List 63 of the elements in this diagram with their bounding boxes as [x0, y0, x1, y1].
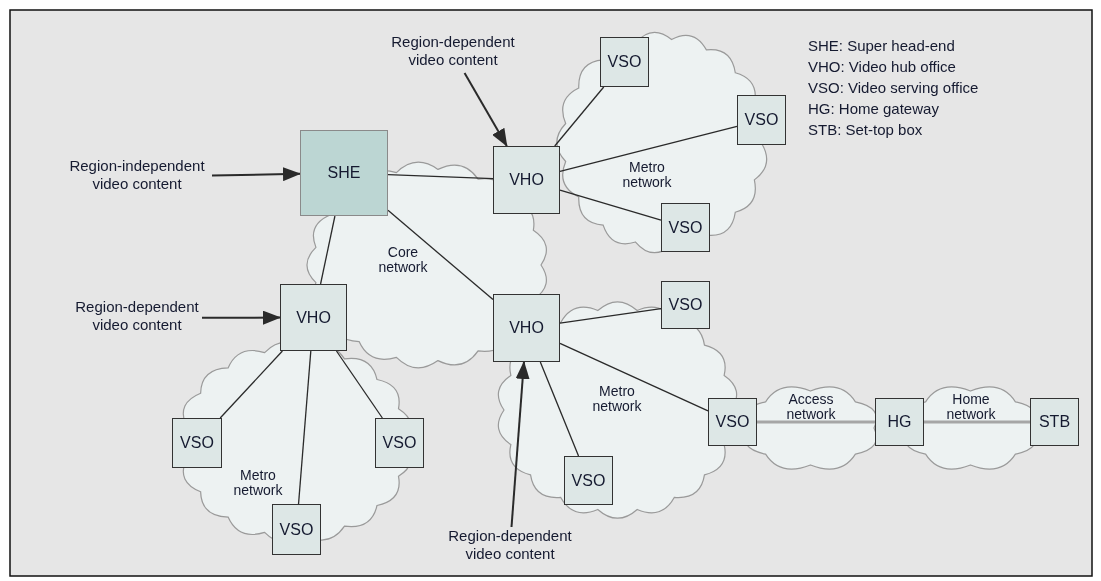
box-label: SHE: [327, 164, 361, 182]
box-label: VSO: [744, 111, 779, 129]
office-box: [280, 284, 347, 351]
office-box: [172, 418, 222, 468]
office-box: [493, 294, 560, 362]
connector-line: [319, 215, 336, 285]
connector-line: [554, 86, 605, 147]
source-label: Region-dependent video content: [72, 298, 202, 338]
connector-line: [924, 420, 1030, 424]
connector-line: [335, 350, 383, 419]
arrow: [201, 310, 281, 325]
arrow: [510, 361, 530, 528]
connector-line: [559, 342, 709, 412]
box-label: VHO: [509, 171, 544, 189]
box-label: VSO: [279, 520, 314, 539]
office-box: [1030, 398, 1079, 446]
office-box: [272, 504, 321, 555]
connector-line: [539, 361, 580, 457]
cloud-label: Metro network: [621, 160, 673, 191]
office-box: [661, 203, 710, 252]
office-box: [600, 37, 649, 87]
cloud-label: Core network: [377, 245, 429, 276]
box-label: VHO: [509, 319, 544, 337]
connector-line: [559, 189, 662, 221]
office-box: [564, 456, 613, 505]
connector-line: [387, 174, 494, 180]
box-label: VSO: [668, 296, 703, 314]
box-label: VSO: [607, 53, 642, 71]
abbreviation-note: SHE: Super head-end: [808, 36, 955, 56]
box-label: STB: [1038, 413, 1071, 431]
abbreviation-note: VHO: Video hub office: [808, 57, 956, 77]
source-label: Region-independent video content: [62, 157, 212, 197]
box-label: VHO: [296, 308, 331, 327]
source-label: Region-dependent video content: [445, 527, 575, 567]
box-label: VSO: [715, 413, 750, 431]
office-box: [708, 398, 757, 446]
abbreviation-note: VSO: Video serving office: [808, 78, 979, 98]
arrow: [463, 72, 508, 147]
cloud-label: Home network: [945, 392, 997, 423]
abbreviation-note: HG: Home gateway: [808, 99, 939, 119]
box-label: VSO: [571, 471, 606, 490]
connector-line: [219, 350, 284, 419]
cloud-label: Access network: [785, 392, 837, 423]
office-box: [493, 146, 560, 214]
cloud-label: Metro network: [591, 384, 643, 415]
office-box: [737, 95, 786, 145]
office-box: [875, 398, 924, 446]
box-label: VSO: [668, 218, 703, 237]
office-box: [300, 130, 388, 216]
connector-line: [757, 420, 875, 424]
cloud-label: Metro network: [232, 468, 284, 499]
box-label: VSO: [382, 434, 417, 452]
office-box: [375, 418, 424, 468]
source-label: Region-dependent video content: [388, 33, 518, 73]
abbreviation-note: STB: Set-top box: [808, 120, 923, 140]
office-box: [661, 281, 710, 329]
box-label: VSO: [180, 434, 214, 452]
arrow: [211, 167, 301, 182]
connector-line: [297, 350, 312, 505]
connector-line: [559, 307, 662, 324]
connector-line: [559, 125, 738, 173]
box-label: HG: [887, 413, 912, 431]
connector-line: [387, 209, 494, 301]
